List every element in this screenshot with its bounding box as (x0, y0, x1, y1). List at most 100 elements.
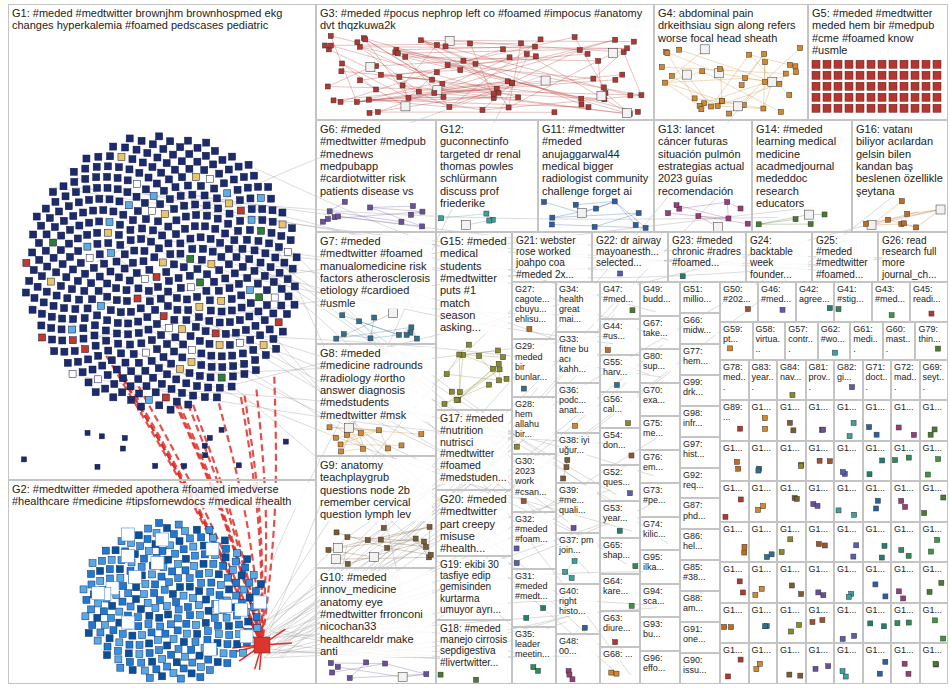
vertex (206, 570, 213, 577)
group-label: G1... (866, 402, 889, 412)
group-box: G53: year... (600, 501, 640, 538)
vertex (43, 288, 50, 295)
vertex (127, 603, 134, 610)
edge-line (331, 46, 518, 98)
vertex (597, 91, 606, 100)
vertex (151, 590, 158, 597)
vertex (186, 535, 193, 542)
vertex (577, 48, 582, 53)
vertex (133, 596, 140, 603)
vertex (864, 221, 869, 226)
group-box: G1: #meded #medtwitter brownjhm brownhos… (8, 4, 316, 480)
inter-group-edges (28, 51, 926, 675)
group-box: G36: podc... anat... (556, 383, 600, 433)
vertex (636, 211, 641, 216)
vertex (922, 104, 930, 112)
vertex (104, 652, 111, 659)
vertex (117, 574, 124, 581)
vertex (180, 665, 187, 672)
vertex (246, 313, 253, 320)
group-box: G75: me... (640, 416, 680, 450)
vertex (883, 659, 888, 664)
group-box: G1... (891, 441, 920, 482)
edge-line (344, 334, 371, 338)
group-box: G69: seyt... (920, 360, 949, 400)
vertex (122, 616, 135, 629)
vertex (322, 43, 327, 48)
edge-line (341, 433, 361, 444)
group-box: G12: guconnectinfo targeted dr renal tho… (436, 120, 538, 232)
vertex (230, 363, 237, 370)
vertex (116, 639, 123, 646)
vertex (197, 182, 204, 189)
vertex (135, 376, 142, 383)
vertex (196, 611, 203, 618)
vertex (922, 71, 930, 79)
vertex (84, 243, 91, 250)
vertex (153, 666, 160, 673)
vertex (877, 671, 882, 676)
group-box: G1... (777, 400, 806, 441)
vertex (366, 63, 375, 72)
vertex (834, 93, 842, 101)
vertex (92, 342, 99, 349)
vertex (216, 267, 223, 274)
vertex (255, 237, 262, 244)
vertex (175, 645, 182, 652)
vertex (115, 164, 122, 171)
group-box: G72: mad... (891, 360, 920, 400)
edge-line (266, 304, 618, 637)
vertex (163, 341, 170, 348)
vertex (114, 320, 121, 327)
vertex (104, 173, 111, 180)
vertex (69, 337, 76, 344)
vertex (202, 328, 209, 335)
vertex (914, 225, 919, 230)
vertex (82, 613, 89, 620)
vertex (226, 341, 233, 348)
vertex (215, 631, 222, 638)
vertex (148, 629, 155, 636)
vertex (509, 81, 514, 86)
vertex (192, 201, 199, 208)
vertex (51, 224, 58, 231)
group-label: G25: #meded #medtwitter #foamed... (816, 235, 874, 280)
vertex (363, 37, 368, 42)
vertex (157, 201, 164, 208)
vertex (175, 575, 182, 582)
vertex (142, 367, 149, 374)
group-label: G7: #meded #medtwitter #foamed manualome… (320, 235, 432, 309)
vertex (136, 642, 143, 649)
vertex (726, 674, 731, 679)
group-label: G64: kare... (603, 576, 637, 596)
vertex (815, 503, 820, 508)
vertex (416, 89, 421, 94)
vertex (144, 599, 151, 606)
vertex (834, 82, 842, 90)
vertex (159, 232, 166, 239)
group-box: G59: pt... (720, 322, 753, 360)
vertex (175, 561, 182, 568)
group-box: G55: harv... (600, 355, 640, 392)
vertex (145, 548, 152, 555)
vertex (193, 526, 200, 533)
vertex (278, 232, 285, 239)
group-label: G48: 00... (559, 636, 597, 656)
vertex (104, 163, 111, 170)
edge-line (744, 105, 764, 108)
group-label: G1... (780, 645, 803, 655)
vertex (582, 625, 587, 630)
vertex (867, 60, 875, 68)
vertex (69, 370, 76, 377)
vertex (229, 153, 236, 160)
vertex (889, 82, 897, 90)
group-label: G1... (723, 605, 746, 615)
vertex (210, 560, 217, 567)
group-box: G8: #meded #medicine radrounds #radiolog… (316, 344, 436, 456)
vertex (211, 614, 218, 621)
vertex (190, 543, 197, 550)
group-label: G1... (752, 483, 775, 493)
vertex (902, 221, 907, 226)
vertex (145, 326, 152, 333)
vertex (207, 435, 212, 440)
